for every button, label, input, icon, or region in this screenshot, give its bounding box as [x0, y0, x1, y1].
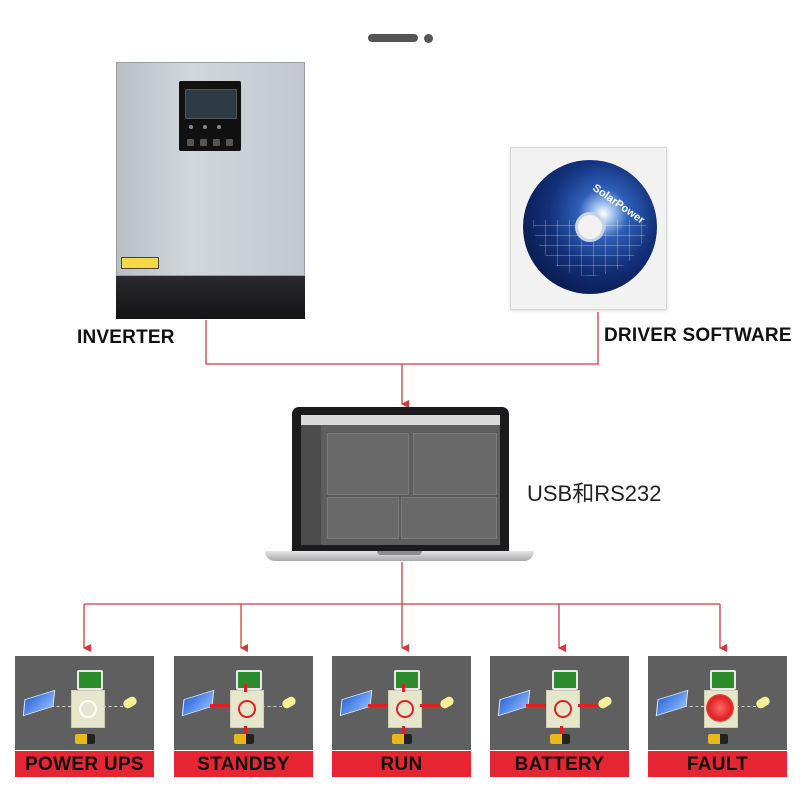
screen-diagram-panel — [327, 433, 409, 495]
state-label-standby: STANDBY — [174, 751, 313, 777]
flow-arrow-up — [244, 684, 247, 692]
flow-arrow-down — [244, 726, 247, 734]
load-bulb-icon — [280, 695, 298, 710]
inverter-button — [213, 139, 220, 146]
flow-arrow-left — [210, 704, 230, 707]
solar-panel-icon — [22, 689, 56, 717]
inverter-led — [217, 125, 221, 129]
flow-arrow-up — [402, 684, 405, 692]
monitor-icon — [236, 670, 262, 690]
monitor-icon — [77, 670, 103, 690]
monitor-icon — [394, 670, 420, 690]
driver-cd: SolarPower — [510, 147, 667, 310]
caution-sticker — [121, 257, 159, 269]
inverter-button — [226, 139, 233, 146]
battery-icon — [708, 734, 726, 744]
page-indicator-bar — [368, 34, 418, 42]
connection-label: USB和RS232 — [527, 481, 662, 506]
laptop-base — [265, 551, 534, 561]
battery-icon — [392, 734, 410, 744]
battery-terminal-icon — [87, 734, 95, 744]
battery-icon — [550, 734, 568, 744]
flow-line-left — [51, 706, 71, 707]
inverter-icon — [71, 690, 105, 728]
inverter-ring — [79, 700, 97, 718]
screen-sidebar — [301, 425, 321, 545]
screen-info-panel — [327, 497, 399, 539]
inverter-led — [189, 125, 193, 129]
load-bulb-icon — [121, 695, 139, 710]
inverter-ring — [238, 700, 256, 718]
cd-hole — [575, 212, 605, 242]
inverter-device — [116, 62, 305, 319]
laptop — [292, 407, 509, 553]
battery-icon — [234, 734, 252, 744]
screen-info-panel — [401, 497, 497, 539]
flow-arrow-left — [368, 704, 388, 707]
state-tile-battery — [490, 656, 629, 750]
inverter-ring — [396, 700, 414, 718]
state-label-power-ups: POWER UPS — [15, 751, 154, 777]
inverter-button — [187, 139, 194, 146]
laptop-notch — [377, 551, 422, 555]
solar-panel-icon — [181, 689, 215, 717]
flow-line-right — [103, 706, 123, 707]
flow-arrow-right — [578, 704, 598, 707]
flow-line-left — [684, 706, 704, 707]
inverter-software-line — [205, 312, 599, 365]
inverter-icon — [546, 690, 580, 728]
state-tile-fault — [648, 656, 787, 750]
load-bulb-icon — [596, 695, 614, 710]
monitor-icon — [552, 670, 578, 690]
load-bulb-icon — [754, 695, 772, 710]
battery-terminal-icon — [404, 734, 412, 744]
inverter-control-panel — [179, 81, 241, 151]
screen-status-panel — [413, 433, 497, 495]
solar-panel-icon — [655, 689, 689, 717]
state-label-battery: BATTERY — [490, 751, 629, 777]
inverter-label: INVERTER — [77, 327, 175, 348]
inverter-button — [200, 139, 207, 146]
inverter-lcd — [185, 89, 237, 119]
flow-arrow-left — [526, 704, 546, 707]
flow-line-right — [736, 706, 756, 707]
monitor-icon — [710, 670, 736, 690]
state-tile-power-ups — [15, 656, 154, 750]
flow-arrow-right — [420, 704, 440, 707]
inverter-icon — [230, 690, 264, 728]
monitoring-software-screen — [301, 415, 500, 545]
driver-software-label: DRIVER SOFTWARE — [604, 325, 792, 346]
battery-icon — [75, 734, 93, 744]
inverter-icon — [388, 690, 422, 728]
inverter-base — [116, 276, 305, 319]
battery-terminal-icon — [246, 734, 254, 744]
solar-panel-icon — [497, 689, 531, 717]
state-tile-run — [332, 656, 471, 750]
battery-terminal-icon — [562, 734, 570, 744]
flow-arrow-down — [402, 726, 405, 734]
cd-disc: SolarPower — [523, 160, 657, 294]
fault-glow — [706, 694, 734, 722]
flow-arrow-down — [560, 726, 563, 734]
inverter-led — [203, 125, 207, 129]
load-bulb-icon — [438, 695, 456, 710]
state-label-run: RUN — [332, 751, 471, 777]
page-indicator-dot — [424, 34, 433, 43]
state-label-fault: FAULT — [648, 751, 787, 777]
inverter-ring — [554, 700, 572, 718]
state-tile-standby — [174, 656, 313, 750]
battery-terminal-icon — [720, 734, 728, 744]
flow-line-right — [262, 706, 282, 707]
solar-panel-icon — [339, 689, 373, 717]
screen-menu-bar — [301, 415, 500, 425]
inverter-body — [116, 62, 305, 276]
